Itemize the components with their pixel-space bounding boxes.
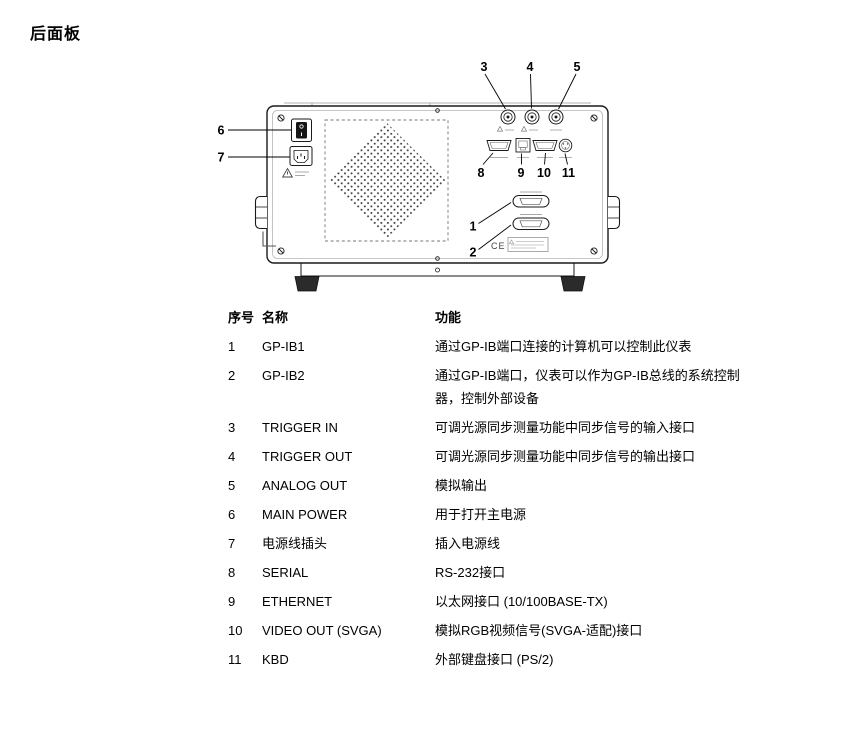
- table-row: 2 GP-IB2 通过GP-IB端口，仪表可以作为GP-IB总线的系统控制器，控制外…: [228, 364, 785, 410]
- cell-func: 可调光源同步测量功能中同步信号的输入接口: [435, 420, 696, 435]
- cell-no: 7: [228, 536, 236, 551]
- serial-connector: [486, 140, 512, 151]
- cell-no: 5: [228, 478, 236, 493]
- corner-mark: [262, 231, 276, 247]
- cell-name: ANALOG OUT: [262, 478, 348, 493]
- callout-3: 3: [481, 60, 488, 74]
- cell-name: TRIGGER OUT: [262, 449, 353, 464]
- callout-4: 4: [527, 60, 534, 74]
- cell-no: 2: [228, 368, 236, 383]
- page-title: 后面板: [30, 26, 82, 43]
- callout-6: 6: [218, 124, 225, 138]
- cell-name: KBD: [262, 652, 289, 667]
- cell-no: 9: [228, 594, 236, 609]
- trigger-in-bnc: [496, 109, 516, 132]
- fan-vent: [324, 119, 449, 242]
- screws: [277, 108, 598, 261]
- table-row: 1 GP-IB1 通过GP-IB端口连接的计算机可以控制此仪表: [228, 335, 785, 358]
- cell-no: 8: [228, 565, 236, 580]
- video-out-connector: [532, 140, 558, 151]
- cell-func: 以太网接口 (10/100BASE-TX): [435, 594, 608, 609]
- cell-name: GP-IB2: [262, 368, 305, 383]
- callout-lines: [228, 73, 577, 250]
- cell-name: SERIAL: [262, 565, 309, 580]
- rear-panel-diagram: CE 3 4 5 6 7 8 9 10 11 1 2: [218, 60, 621, 292]
- table-row: 8 SERIAL RS-232接口: [228, 561, 785, 584]
- foot-right: [560, 276, 586, 292]
- table-row: 11 KBD 外部键盘接口 (PS/2): [228, 648, 785, 671]
- cell-func: 外部键盘接口 (PS/2): [435, 652, 554, 667]
- ce-mark: CE: [491, 241, 506, 251]
- cell-no: 3: [228, 420, 236, 435]
- table-row: 5 ANALOG OUT 模拟输出: [228, 474, 785, 497]
- cell-func: 模拟输出: [435, 478, 488, 493]
- cell-name: ETHERNET: [262, 594, 333, 609]
- cell-no: 11: [228, 652, 242, 667]
- handle-right: [608, 195, 621, 230]
- spec-table-rows: 1 GP-IB1 通过GP-IB端口连接的计算机可以控制此仪表 2 GP-IB2 通过GP…: [228, 335, 785, 671]
- header-no: 序号: [228, 310, 255, 325]
- table-row: 6 MAIN POWER 用于打开主电源: [228, 503, 785, 526]
- table-row: 3 TRIGGER IN 可调光源同步测量功能中同步信号的输入接口: [228, 416, 785, 439]
- cell-name: GP-IB1: [262, 339, 305, 354]
- callout-9: 9: [518, 166, 525, 180]
- cell-no: 1: [228, 339, 236, 354]
- foot-left: [294, 276, 320, 292]
- table-header: 序号 名称 功能: [228, 306, 785, 329]
- callout-1: 1: [470, 220, 477, 234]
- table-row: 4 TRIGGER OUT 可调光源同步测量功能中同步信号的输出接口: [228, 445, 785, 468]
- table-row: 10 VIDEO OUT (SVGA) 模拟RGB视频信号(SVGA-适配)接口: [228, 619, 785, 642]
- power-inlet: [289, 146, 313, 166]
- table-row: 7 电源线插头 插入电源线: [228, 532, 785, 555]
- callout-11: 11: [562, 166, 575, 180]
- rating-label: [507, 237, 549, 252]
- trigger-out-bnc: [520, 109, 540, 132]
- cell-no: 10: [228, 623, 243, 638]
- header-func: 功能: [435, 310, 462, 325]
- kbd-connector: [558, 138, 573, 153]
- callout-7: 7: [218, 151, 225, 165]
- table-row: 9 ETHERNET 以太网接口 (10/100BASE-TX): [228, 590, 785, 613]
- cell-func: 通过GP-IB端口，仪表可以作为GP-IB总线的系统控制器，控制外部设备: [435, 368, 740, 406]
- analog-out-bnc: [548, 109, 564, 131]
- ethernet-connector: [515, 138, 531, 153]
- main-power-switch: [291, 118, 312, 142]
- warning-icon: [281, 167, 309, 178]
- cell-no: 6: [228, 507, 236, 522]
- callout-2: 2: [470, 246, 477, 260]
- cell-func: 用于打开主电源: [435, 507, 527, 522]
- cell-func: 模拟RGB视频信号(SVGA-适配)接口: [435, 623, 643, 638]
- callout-8: 8: [478, 166, 485, 180]
- cell-name: 电源线插头: [262, 536, 328, 551]
- cell-func: 可调光源同步测量功能中同步信号的输出接口: [435, 449, 696, 464]
- gpib1-connector: [512, 191, 550, 208]
- spec-table: 序号 名称 功能 1 GP-IB1 通过GP-IB端口连接的计算机可以控制此仪表 2 G…: [228, 306, 785, 677]
- callout-5: 5: [574, 60, 581, 74]
- cell-no: 4: [228, 449, 236, 464]
- header-name: 名称: [262, 310, 289, 325]
- cell-name: TRIGGER IN: [262, 420, 338, 435]
- cell-func: 插入电源线: [435, 536, 501, 551]
- cell-name: MAIN POWER: [262, 507, 348, 522]
- cell-func: 通过GP-IB端口连接的计算机可以控制此仪表: [435, 339, 692, 354]
- cell-name: VIDEO OUT (SVGA): [262, 623, 382, 638]
- cell-func: RS-232接口: [435, 565, 506, 580]
- callout-10: 10: [537, 166, 551, 180]
- handle-left: [254, 195, 267, 230]
- gpib2-connector: [512, 214, 550, 230]
